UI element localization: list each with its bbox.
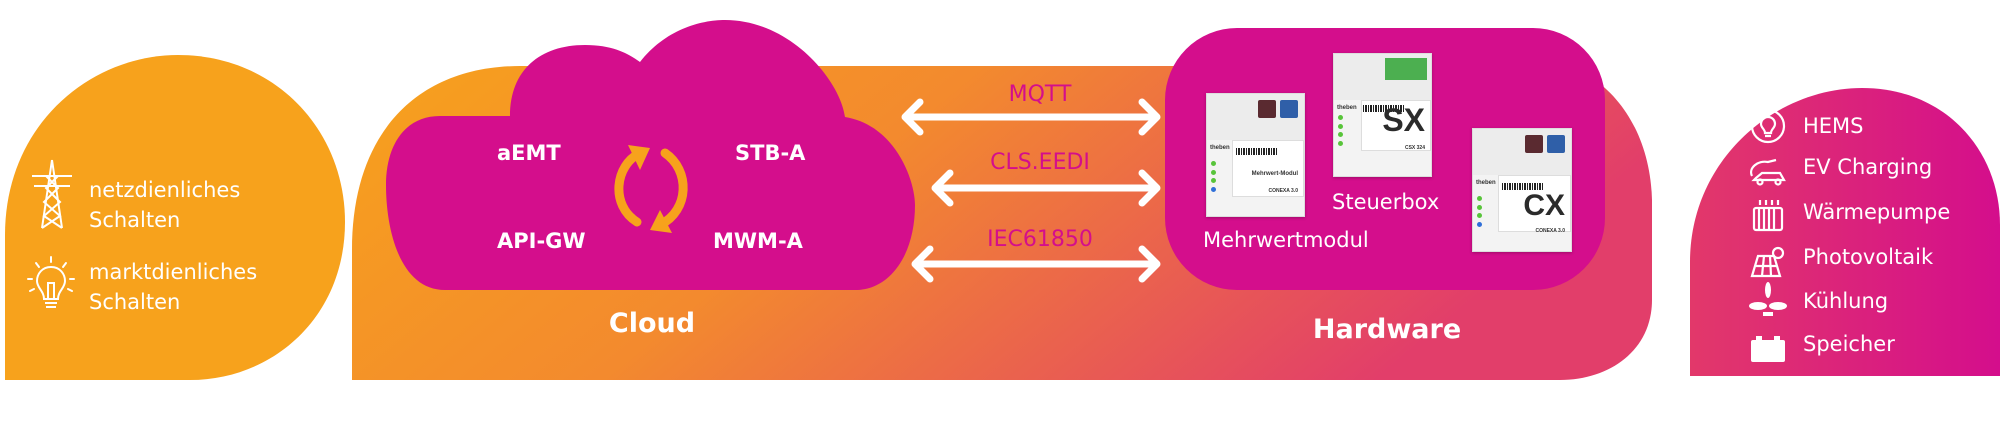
sync-cycle-icon [614,145,688,233]
protocol-cls-eedi: CLS.EEDI [990,150,1090,175]
device-code-sx: SX [1382,102,1425,138]
marktdienliches-line1: marktdienliches [89,260,258,284]
right-item-kuehlung: Kühlung [1803,289,1889,313]
solar-panel-icon [1750,246,1785,278]
device-brand: theben [1476,180,1496,187]
arrow-mqtt [901,98,1161,136]
right-item-speicher: Speicher [1803,332,1895,356]
arrow-iec61850 [911,245,1161,283]
protocol-mqtt: MQTT [1008,82,1072,107]
arrow-cls-eedi [931,169,1161,207]
hardware-label: Hardware [1312,314,1462,345]
right-item-waermepumpe: Wärmepumpe [1803,200,1951,224]
device-mehrwertmodul: theben Mehrwert-Modul CONEXA 3.0 [1206,93,1305,217]
steuerbox-label: Steuerbox [1332,190,1440,214]
ev-car-plug-icon [1750,158,1786,186]
service-aemt: aEMT [497,141,561,165]
service-api-gw: API-GW [497,229,586,253]
device-model: CSX 324 [1404,145,1425,151]
device-steuerbox: theben SX CSX 324 [1333,53,1432,177]
device-brand: theben [1337,105,1357,112]
protocol-iec61850: IEC61850 [987,227,1093,252]
power-tower-icon [32,159,72,229]
fan-icon [1749,282,1787,316]
service-mwm-a: MWM-A [713,229,803,253]
hems-bulb-cycle-icon [1750,108,1786,144]
right-magenta-drop [1690,88,2000,376]
device-code-cx: CX [1523,189,1565,222]
device-cx: theben CX CONEXA 3.0 [1472,128,1572,252]
right-panel-icons [1749,108,1787,362]
device-brand: theben [1210,145,1230,152]
device-model: CONEXA 3.0 [1268,188,1298,195]
left-orange-blob [5,55,345,380]
device-model: CONEXA 3.0 [1535,228,1565,234]
battery-icon [1751,336,1785,362]
right-item-photovoltaik: Photovoltaik [1803,245,1934,269]
lightbulb-icon [27,256,75,308]
radiator-icon [1752,200,1784,232]
cloud-label: Cloud [608,308,696,339]
device-face-title: Mehrwert-Modul [1251,170,1298,177]
right-item-hems: HEMS [1803,114,1864,138]
netzdienliches-line1: netzdienliches [89,178,241,202]
cloud-shape [386,20,915,290]
right-item-ev-charging: EV Charging [1803,155,1933,179]
service-stb-a: STB-A [735,141,806,165]
marktdienliches-line2: Schalten [89,290,181,314]
mehrwertmodul-label: Mehrwertmodul [1203,228,1369,252]
netzdienliches-line2: Schalten [89,208,181,232]
